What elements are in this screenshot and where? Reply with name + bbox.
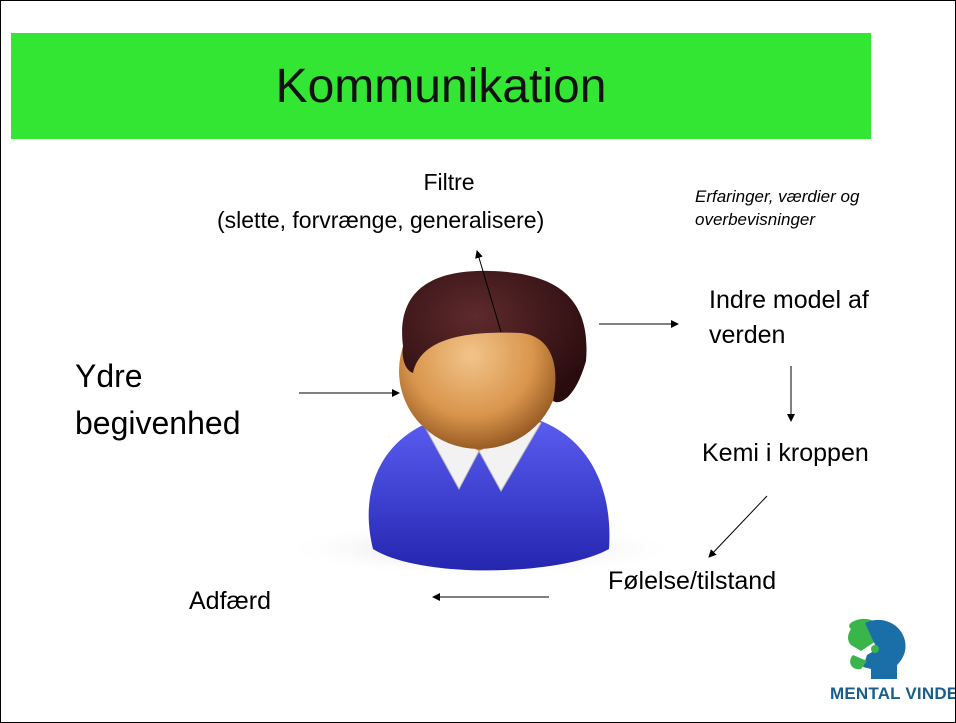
- filtre-label: Filtre: [423, 169, 475, 195]
- indre-line-2: verden: [709, 321, 786, 349]
- indre-model-label: Indre model af verden: [709, 283, 869, 353]
- puzzle-head-logo-icon: [848, 618, 906, 679]
- folelse-label: Følelse/tilstand: [608, 567, 777, 595]
- erfaringer-note: Erfaringer, værdier og overbevisninger: [695, 185, 859, 231]
- title-bar: Kommunikation: [11, 33, 871, 139]
- erfaringer-line-2: overbevisninger: [695, 210, 816, 229]
- ydre-begivenhed-label: Ydre begivenhed: [75, 353, 240, 447]
- arrow-to-filtre: [475, 250, 502, 333]
- logo-text: MENTAL VINDER: [830, 684, 955, 703]
- flow-arrows: [299, 250, 795, 601]
- ydre-line-2: begivenhed: [75, 405, 241, 441]
- indre-line-1: Indre model af: [709, 286, 869, 314]
- kemi-label: Kemi i kroppen: [702, 439, 869, 467]
- erfaringer-line-1: Erfaringer, værdier og: [695, 187, 860, 206]
- arrow-kemi-to-folelse: [708, 495, 768, 558]
- filtre-detail: (slette, forvrænge, generalisere): [217, 207, 545, 233]
- slide-title: Kommunikation: [275, 59, 607, 113]
- person-icon: [281, 270, 681, 577]
- adfaerd-label: Adfærd: [189, 587, 271, 615]
- ydre-line-1: Ydre: [75, 358, 143, 394]
